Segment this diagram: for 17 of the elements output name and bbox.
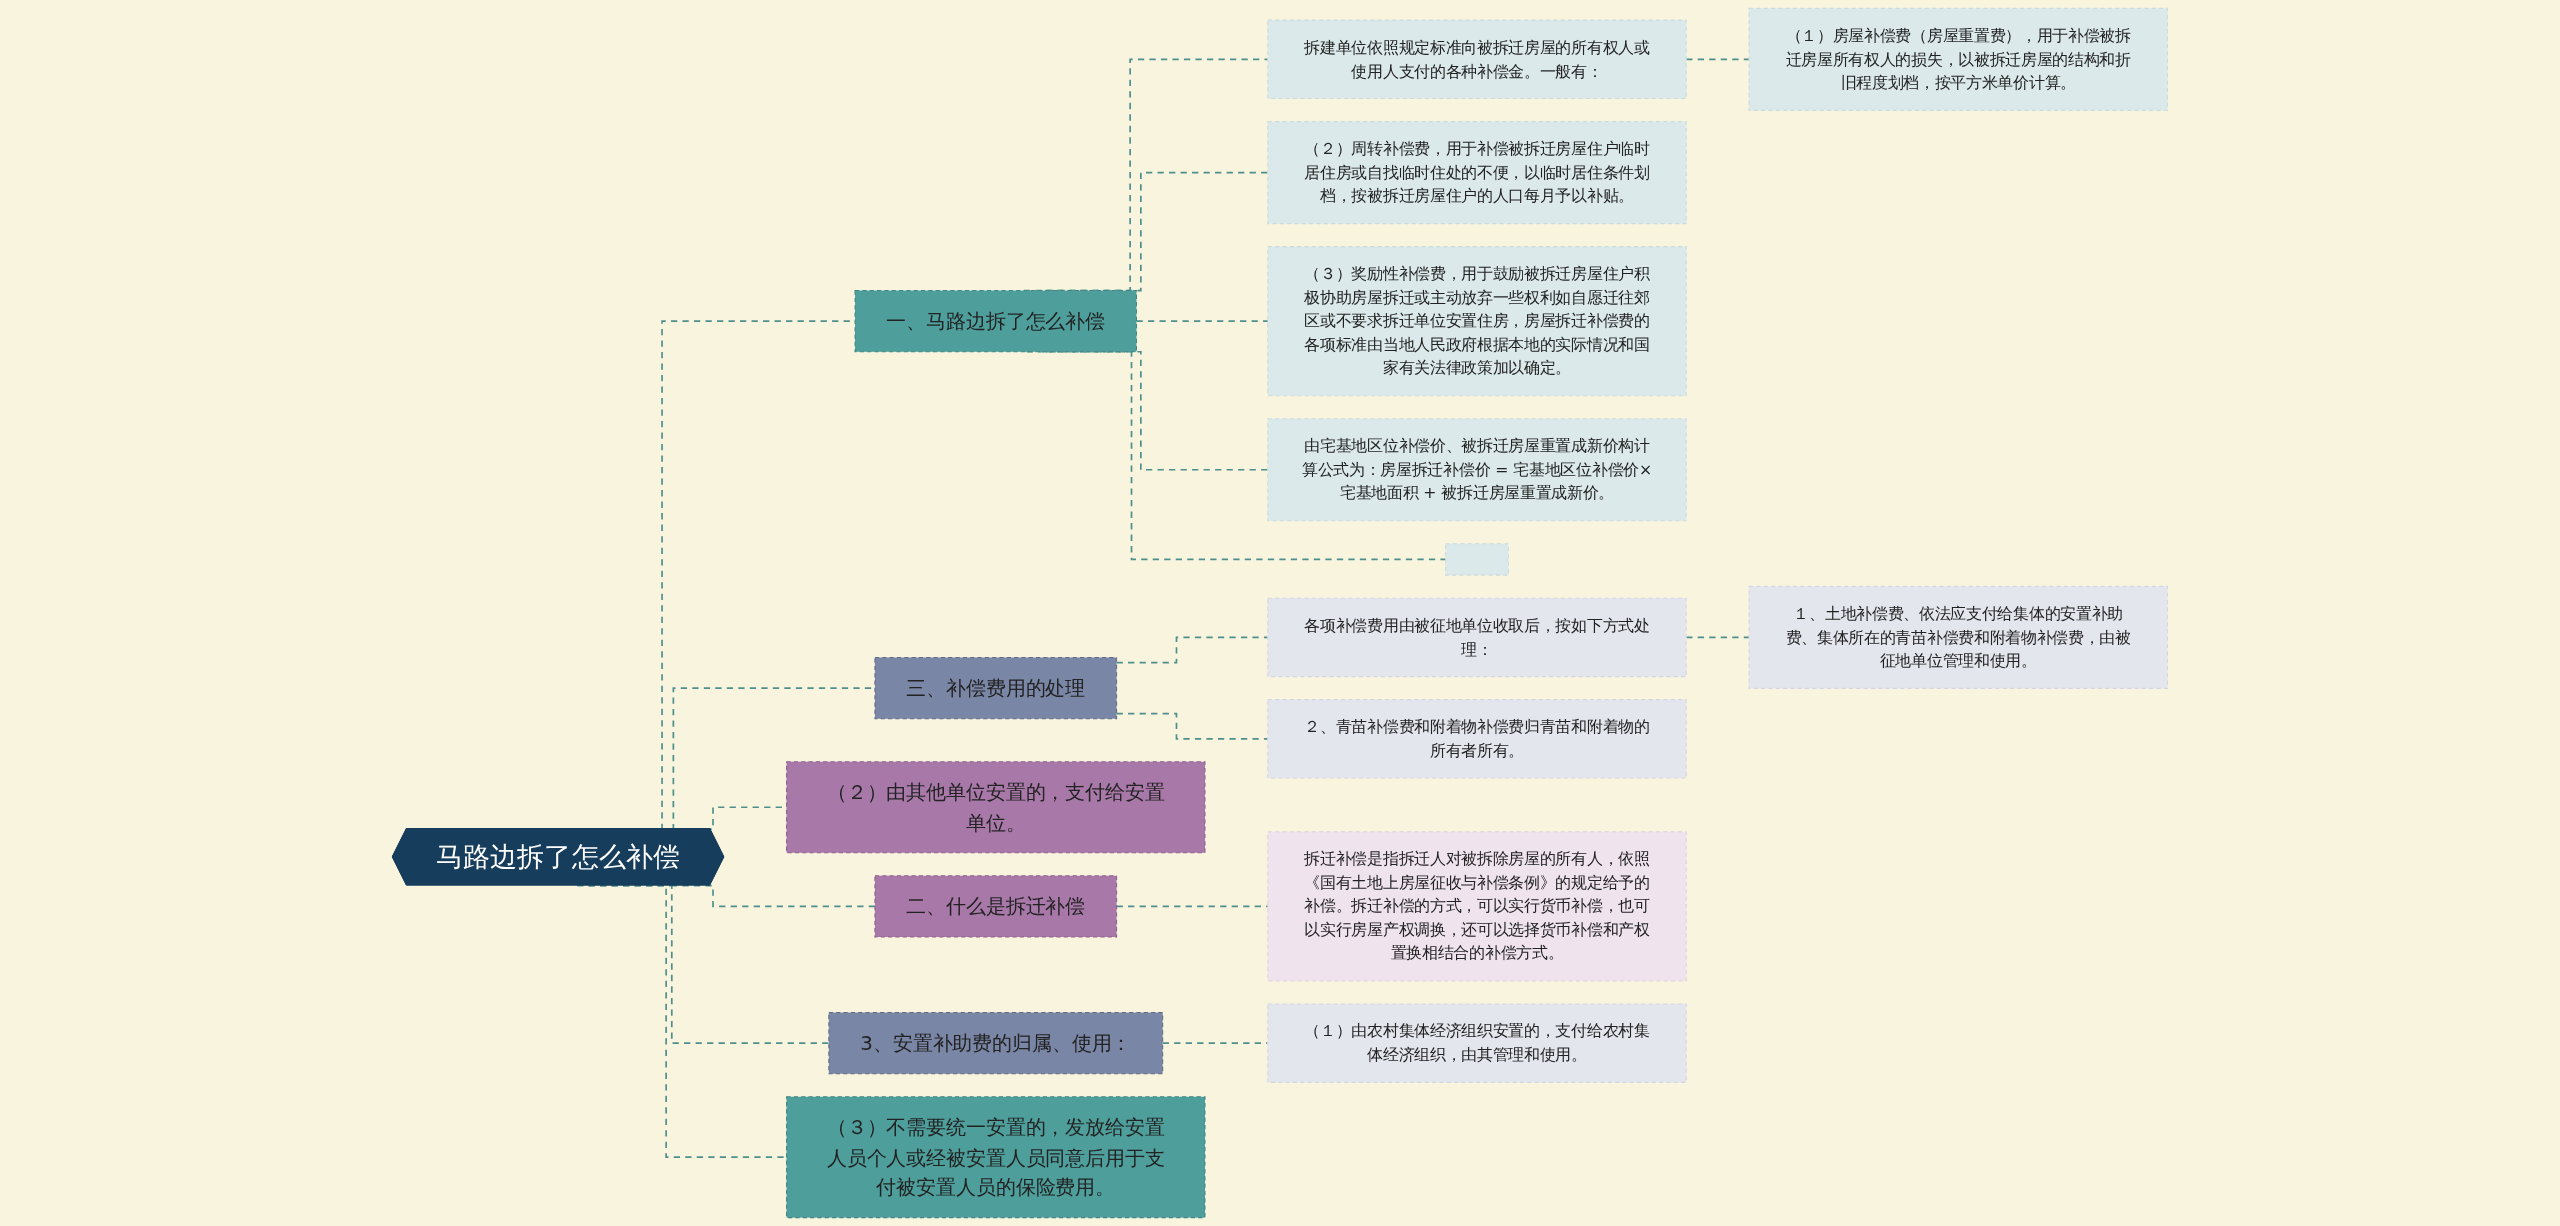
node-box: 3、安置补助费的归属、使用： [828,1012,1164,1075]
node-box [1445,543,1509,576]
node-box: （１）房屋补偿费（房屋重置费），用于补偿被拆迁房屋所有权人的损失，以被拆迁房屋的结构和折旧程度划档，按平方米单价计算。 [1748,7,2169,111]
node-box: 二、什么是拆迁补偿 [874,875,1118,938]
node-box: ２、青苗补偿费和附着物补偿费归青苗和附着物的所有者所有。 [1267,699,1687,779]
node-box: （２）由其他单位安置的，支付给安置单位。 [786,761,1206,854]
node-box: 拆迁补偿是指拆迁人对被拆除房屋的所有人，依照《国有土地上房屋征收与补偿条例》的规定给予的补偿。拆迁补偿的方式，可以实行货币补偿，也可以实行房屋产权调换，还可以选择货币补偿和产权置换相结合的补偿方式。 [1267,831,1687,982]
node-box: 拆建单位依照规定标准向被拆迁房屋的所有权人或使用人支付的各种补偿金。一般有： [1267,19,1687,100]
node-box: （３）不需要统一安置的，发放给安置人员个人或经被安置人员同意后用于支付被安置人员的保险费用。 [786,1096,1206,1219]
node-box: １、土地补偿费、依法应支付给集体的安置补助费、集体所在的青苗补偿费和附着物补偿费，由被征地单位管理和使用。 [1748,585,2169,689]
node-box: 三、补偿费用的处理 [874,657,1118,720]
node-box: 由宅基地区位补偿价、被拆迁房屋重置成新价构计算公式为：房屋拆迁补偿价 = 宅基地区位补偿价×宅基地面积 + 被拆迁房屋重置成新价。 [1267,418,1687,522]
node-box: （２）周转补偿费，用于补偿被拆迁房屋住户临时居住房或自找临时住处的不便，以临时居住条件划档，按被拆迁房屋住户的人口每月予以补贴。 [1267,121,1687,225]
node-box: 一、马路边拆了怎么补偿 [854,290,1138,353]
node-box: 各项补偿费用由被征地单位收取后，按如下方式处理： [1267,597,1687,678]
node-box: （１）由农村集体经济组织安置的，支付给农村集体经济组织，由其管理和使用。 [1267,1003,1687,1083]
node-box: （３）奖励性补偿费，用于鼓励被拆迁房屋住户积极协助房屋拆迁或主动放弃一些权利如自愿迁往郊区或不要求拆迁单位安置住房，房屋拆迁补偿费的各项标准由当地人民政府根据本地的实际情况和国家有关法律政策加以确定。 [1267,246,1687,397]
